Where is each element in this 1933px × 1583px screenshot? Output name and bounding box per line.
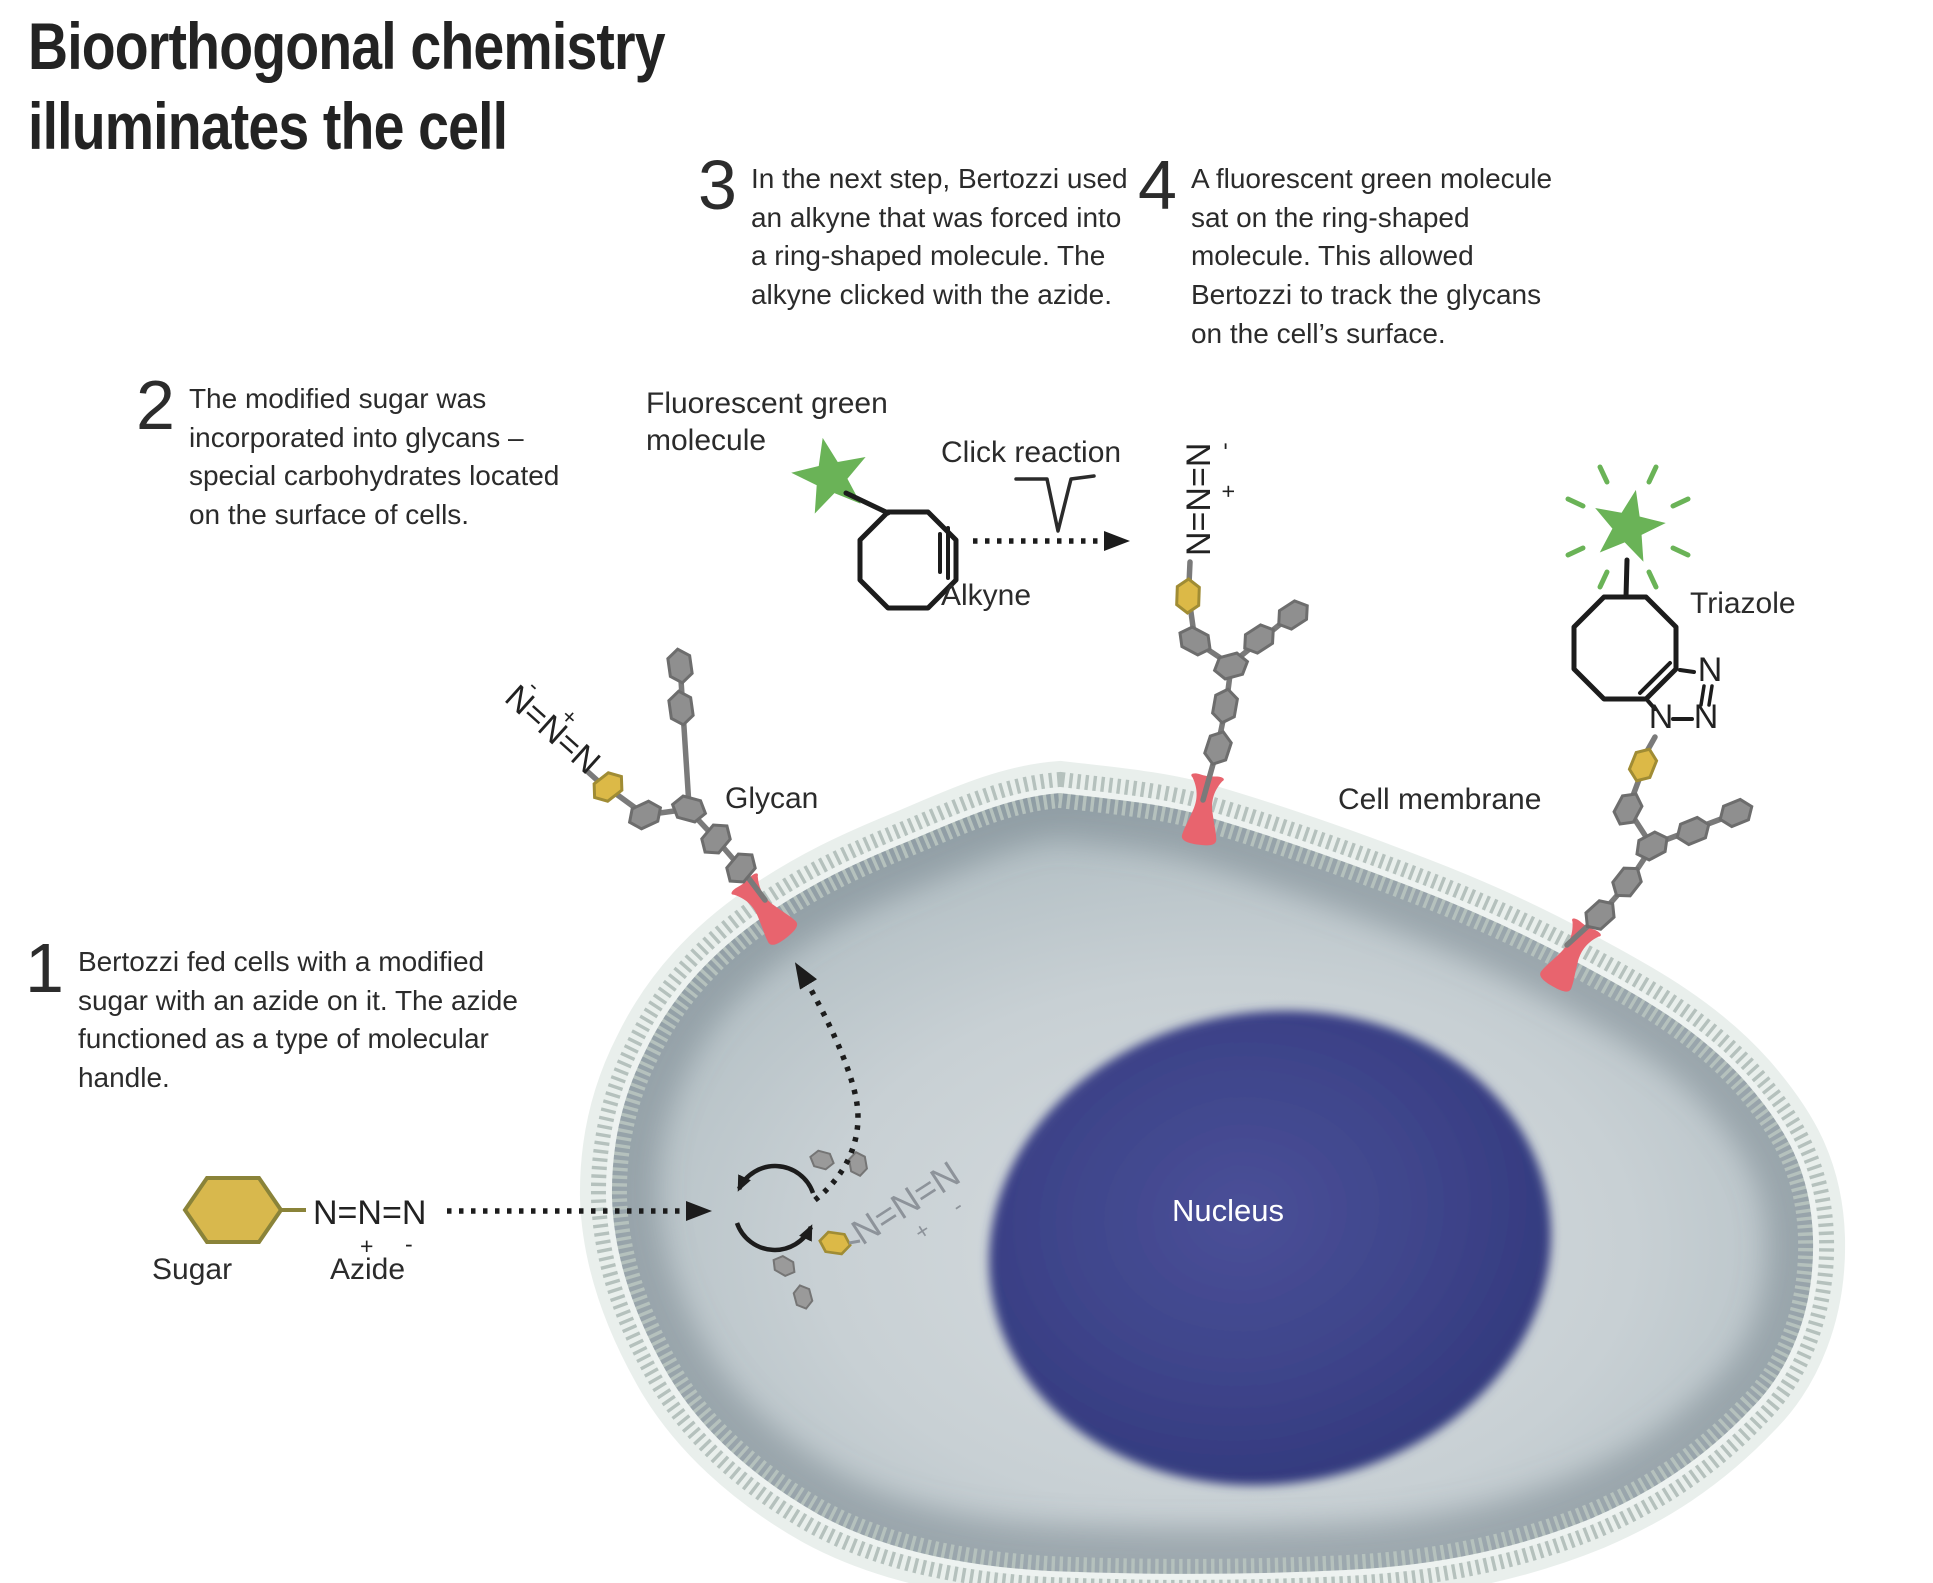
page-title: Bioorthogonal chemistry illuminates the … xyxy=(28,6,786,166)
label-sugar: Sugar xyxy=(152,1253,233,1286)
surface-azide-formula: N=N=N + - xyxy=(1180,442,1241,556)
glycan-right-triazole-tagged: N N N xyxy=(1564,464,1758,948)
glycan-center-azide-tagged: N=N=N + - xyxy=(1173,442,1315,803)
step-2: 2 The modified sugar was incorporated in… xyxy=(136,370,606,535)
glycan-azide-formula: N=N=N - + xyxy=(498,673,608,782)
triazole-nitrogen: N xyxy=(1649,698,1674,736)
azide-minus-charge: - xyxy=(405,1231,413,1257)
azide-plus-charge: + xyxy=(360,1233,373,1259)
step-2-text: The modified sugar was incorporated into… xyxy=(188,383,560,530)
step-1-number: 1 xyxy=(25,929,64,1007)
label-glycan: Glycan xyxy=(725,782,819,815)
step-4-number: 4 xyxy=(1138,146,1177,224)
star-ring-bond xyxy=(1623,557,1630,600)
title-line-1: Bioorthogonal chemistry xyxy=(28,9,666,83)
sugar-hexagon xyxy=(182,1176,284,1244)
title-line-2: illuminates the cell xyxy=(28,89,508,163)
step-4: 4 A fluorescent green molecule sat on th… xyxy=(1138,150,1588,353)
label-azide: Azide xyxy=(330,1253,406,1286)
azide-formula-text: N=N=N xyxy=(1180,443,1218,556)
label-click-reaction: Click reaction xyxy=(941,436,1122,469)
triazole-nitrogen: N xyxy=(1698,651,1723,689)
label-nucleus: Nucleus xyxy=(1172,1193,1284,1228)
azide-sugar-hexagon xyxy=(1624,743,1662,787)
fluorescent-alkyne-molecule xyxy=(785,429,959,611)
glycan-left-azide-tagged: N=N=N - + xyxy=(498,646,768,903)
azide-formula-text: N=N=N xyxy=(313,1194,426,1232)
metabolism-cycle-icon xyxy=(734,1163,816,1253)
azide-minus-charge: - xyxy=(1211,442,1237,450)
triazole-ring-structure: N N N xyxy=(1571,594,1723,736)
step-3: 3 In the next step, Bertozzi used an alk… xyxy=(698,150,1158,315)
click-checkmark-icon xyxy=(1014,474,1096,533)
step-3-number: 3 xyxy=(698,146,737,224)
label-triazole: Triazole xyxy=(1690,587,1796,620)
step-3-text: In the next step, Bertozzi used an alkyn… xyxy=(750,163,1128,310)
step-1-text: Bertozzi fed cells with a modified sugar… xyxy=(77,946,518,1093)
label-alkyne: Alkyne xyxy=(941,579,1032,612)
dotted-arrow-to-membrane xyxy=(793,962,861,1203)
glowing-fluorescent-star-icon xyxy=(1565,464,1691,590)
azide-plus-charge: + xyxy=(1215,485,1241,498)
cyclooctyne-ring xyxy=(857,509,959,611)
step-4-text: A fluorescent green molecule sat on the … xyxy=(1190,163,1553,349)
triazole-nitrogen: N xyxy=(1694,698,1719,736)
step-2-number: 2 xyxy=(136,366,175,444)
sugar-azide-bond xyxy=(848,1239,861,1245)
azide-formula-text: N=N=N xyxy=(498,678,608,782)
step-1: 1 Bertozzi fed cells with a modified sug… xyxy=(25,933,565,1098)
nucleus xyxy=(989,1010,1551,1486)
star-ring-bond xyxy=(843,490,891,516)
modified-sugar-molecule: N=N=N + - xyxy=(182,1176,426,1259)
label-cell-membrane: Cell membrane xyxy=(1338,783,1542,816)
label-fluorescent-green-molecule: Fluorescent green molecule xyxy=(646,387,888,457)
free-azide-formula: N=N=N + - xyxy=(313,1194,426,1259)
azide-sugar-hexagon xyxy=(1174,577,1202,615)
cyclooctyne-ring xyxy=(1571,594,1679,702)
